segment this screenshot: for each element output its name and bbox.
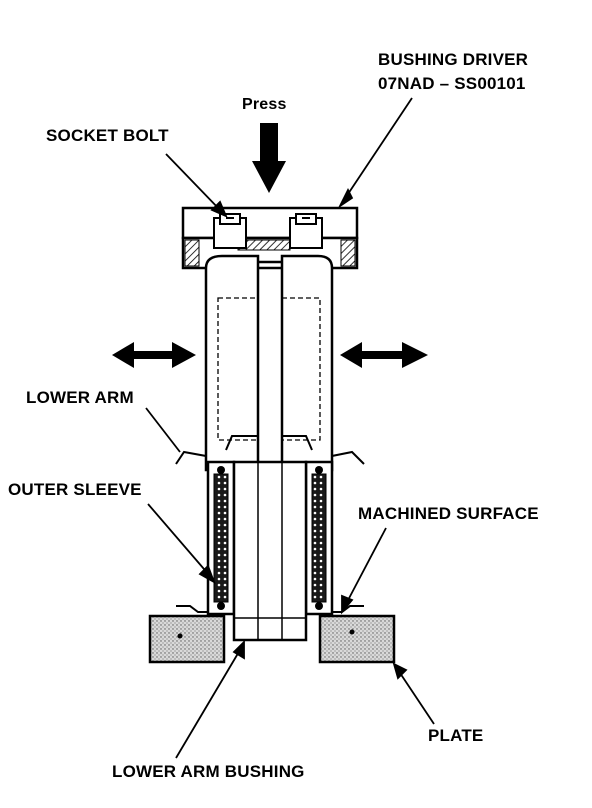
machined-surface-label: MACHINED SURFACE xyxy=(358,504,539,523)
socket-bolt-right xyxy=(289,213,323,249)
machined-surface-flanges xyxy=(176,605,364,613)
lower-arm-bushing-label: LOWER ARM BUSHING xyxy=(112,762,305,781)
socket-bolt-label: SOCKET BOLT xyxy=(46,126,169,145)
double-arrow-right-icon xyxy=(340,342,428,368)
plate-right xyxy=(318,614,396,664)
socket-bolt-left xyxy=(213,213,247,249)
plate-label: PLATE xyxy=(428,726,484,745)
press-arrow-icon xyxy=(252,123,286,193)
bushing-driver-number-label: 07NAD – SS00101 xyxy=(378,74,526,93)
outer-sleeve-label: OUTER SLEEVE xyxy=(8,480,142,499)
press-label: Press xyxy=(242,96,287,113)
plate-left xyxy=(148,614,226,664)
bushing-driver-label: BUSHING DRIVER xyxy=(378,50,529,69)
leader-lines xyxy=(145,97,435,759)
double-arrow-left-icon xyxy=(112,342,196,368)
outer-sleeve xyxy=(206,460,334,616)
lower-arm-bushing xyxy=(232,460,308,642)
lower-arm-label: LOWER ARM xyxy=(26,388,134,407)
driver-legs xyxy=(204,254,334,472)
